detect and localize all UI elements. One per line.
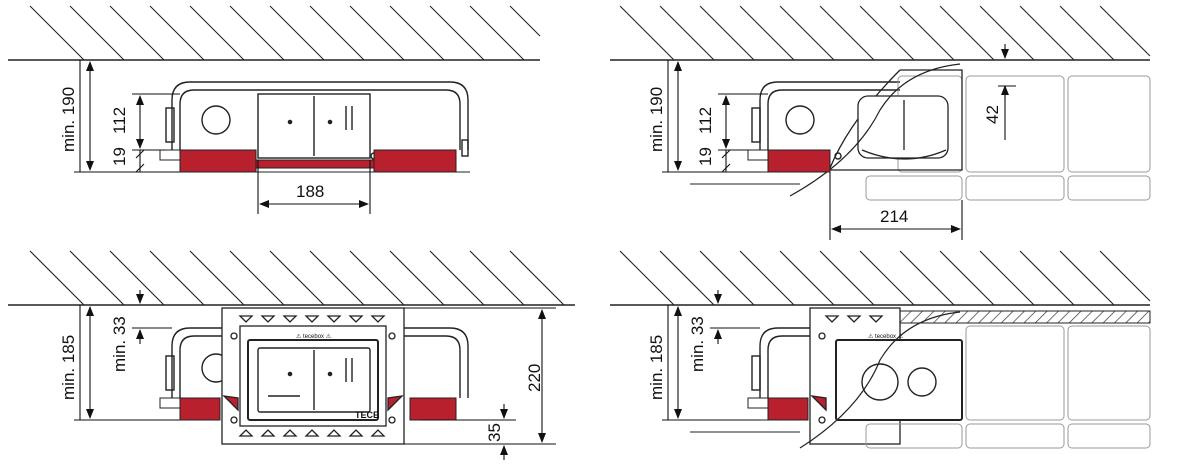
plate-label: ⚠ tecebox ⚠ <box>868 333 904 340</box>
dimension-lines <box>662 290 760 421</box>
flush-plate <box>835 339 963 421</box>
box-height-label: 112 <box>110 107 129 134</box>
cutaway-curve <box>799 311 961 449</box>
offset-label: 42 <box>983 105 1002 124</box>
panel-top-right: min. 190 112 19 42 214 <box>610 5 1151 240</box>
brand-logo: TECE <box>355 410 379 420</box>
ceiling-hatching <box>610 5 1151 61</box>
min-height-label: min. 185 <box>59 335 78 400</box>
top-gap-label: min. 33 <box>110 316 129 372</box>
dimension-lines <box>74 60 371 214</box>
red-base <box>690 397 809 433</box>
min-height-label: min. 190 <box>59 87 78 152</box>
top-gap-label: min. 33 <box>688 316 707 372</box>
flush-plate <box>829 69 963 171</box>
plate-label: ⚠ tecebox ⚠ <box>296 333 332 340</box>
tiled-wall <box>865 325 1151 449</box>
ceiling-hatching <box>610 250 1151 306</box>
panel-bottom-right: ⚠ tecebox ⚠ min. 185 min. 33 <box>610 250 1151 449</box>
bottom-gap-label: 35 <box>485 423 504 442</box>
panel-top-left: min. 190 112 19 188 <box>8 5 541 214</box>
min-height-label: min. 185 <box>647 335 666 400</box>
hatched-cladding <box>899 310 1151 324</box>
panel-bottom-left: ⚠ tecebox ⚠ TECE min. 185 min. 33 220 35 <box>8 250 575 460</box>
dimension-lines <box>74 290 556 460</box>
min-height-label: min. 190 <box>647 87 666 152</box>
red-base <box>150 397 457 421</box>
install-box <box>751 327 810 398</box>
ceiling-hatching <box>8 5 541 61</box>
cutaway-curve <box>789 63 961 197</box>
dimension-lines <box>662 44 1016 240</box>
width-label: 188 <box>296 182 324 201</box>
width-label: 214 <box>880 207 908 226</box>
frame-height-label: 220 <box>525 364 544 392</box>
flush-plate <box>247 339 379 421</box>
base-height-label: 19 <box>110 147 129 166</box>
base-height-label: 19 <box>696 147 715 166</box>
install-box <box>165 81 469 160</box>
box-height-label: 112 <box>696 107 715 134</box>
ceiling-hatching <box>8 250 575 306</box>
install-box <box>751 81 900 160</box>
red-base <box>150 149 470 173</box>
